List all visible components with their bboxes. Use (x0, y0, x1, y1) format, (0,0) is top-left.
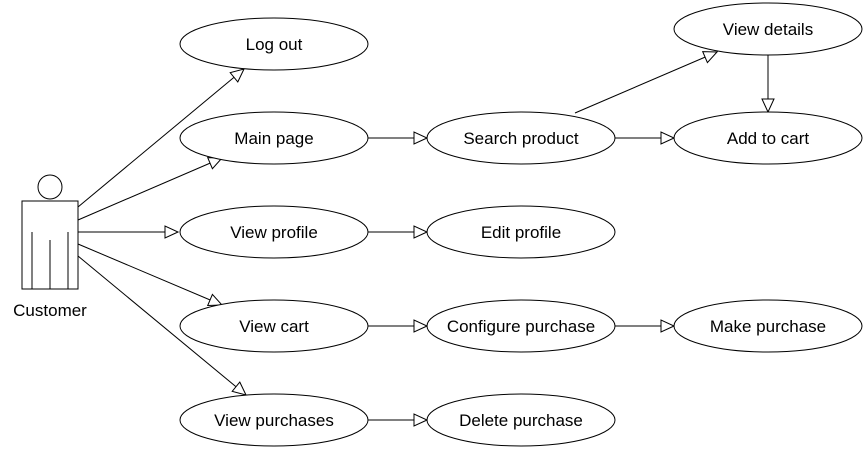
association-line (77, 157, 223, 221)
use-case-log-out: Log out (179, 17, 369, 71)
use-case-add-to-cart: Add to cart (673, 111, 863, 165)
customer-actor: Customer (13, 174, 87, 320)
association-line (574, 51, 718, 114)
arrowhead-icon (231, 381, 247, 396)
use-case-view-details: View details (673, 2, 863, 56)
arrowhead-icon (761, 98, 775, 114)
use-case-label: Delete purchase (459, 411, 583, 430)
arrowhead-icon (229, 68, 245, 83)
association-line (77, 255, 247, 396)
use-case-edit-profile: Edit profile (426, 205, 616, 259)
use-case-search-product: Search product (426, 111, 616, 165)
association-edges (77, 51, 775, 427)
use-case-label: View profile (230, 223, 318, 242)
arrowhead-icon (413, 225, 429, 239)
use-case-label: Configure purchase (447, 317, 595, 336)
use-case-label: Search product (463, 129, 579, 148)
use-case-label: Main page (234, 129, 313, 148)
use-case-label: View purchases (214, 411, 334, 430)
arrowhead-icon (413, 319, 429, 333)
use-case-delete-purchase: Delete purchase (426, 393, 616, 447)
arrowhead-icon (413, 131, 429, 145)
use-case-label: Log out (246, 35, 303, 54)
use-case-view-purchases: View purchases (179, 393, 369, 447)
arrowhead-icon (206, 293, 224, 307)
arrowhead-icon (413, 413, 429, 427)
arrowhead-icon (701, 51, 719, 64)
actor-head (37, 174, 63, 200)
use-case-label: Edit profile (481, 223, 561, 242)
use-case-label: Make purchase (710, 317, 826, 336)
use-case-make-purchase: Make purchase (673, 299, 863, 353)
actor-label: Customer (13, 301, 87, 320)
use-case-view-cart: View cart (179, 299, 369, 353)
arrowhead-icon (660, 131, 676, 145)
use-case-label: View cart (239, 317, 309, 336)
use-case-label: View details (723, 20, 813, 39)
arrowhead-icon (660, 319, 676, 333)
association-line (77, 243, 223, 306)
use-case-view-profile: View profile (179, 205, 369, 259)
association-line (77, 68, 245, 208)
arrowhead-icon (164, 225, 180, 239)
use-case-label: Add to cart (727, 129, 809, 148)
use-case-main-page: Main page (179, 111, 369, 165)
use-case-configure-purchase: Configure purchase (426, 299, 616, 353)
